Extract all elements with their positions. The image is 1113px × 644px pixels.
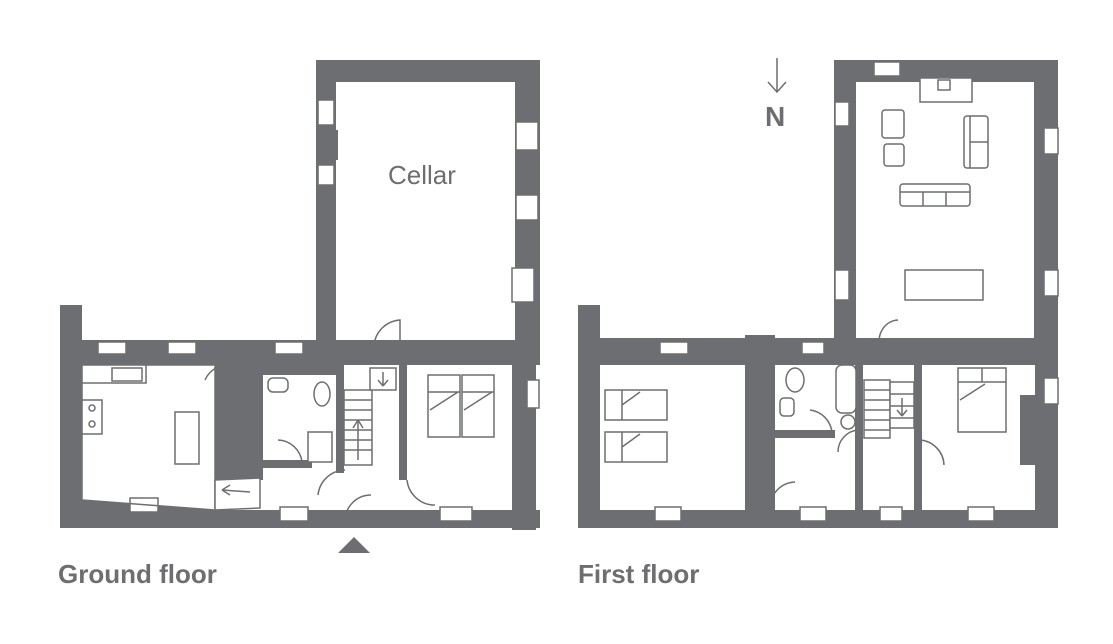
door-swing <box>344 494 372 521</box>
ground-wall-seg <box>262 460 312 468</box>
window <box>654 506 682 522</box>
first-floor-label: First floor <box>578 559 699 589</box>
ground-east-wall <box>512 340 536 530</box>
window <box>439 506 473 522</box>
stair-treads <box>864 389 890 431</box>
door-swing <box>317 469 346 496</box>
window <box>879 506 903 522</box>
hob-icon <box>81 399 103 435</box>
door-swing <box>406 479 436 506</box>
window <box>834 269 850 301</box>
twin-bed-icon <box>604 389 668 463</box>
first-lower-walls <box>578 305 1058 528</box>
ground-wall-seg <box>336 363 344 473</box>
shower-icon <box>307 431 333 463</box>
north-arrow-icon <box>767 58 787 94</box>
first-floor-plan <box>578 60 1059 528</box>
ground-chimney-wall <box>215 355 263 480</box>
ground-outer-walls <box>60 305 540 528</box>
north-label: N <box>765 101 785 132</box>
fireplace-insert <box>937 79 951 91</box>
sofa-icon <box>899 183 971 207</box>
window <box>1043 269 1059 297</box>
window <box>167 341 197 355</box>
first-wall-seg <box>855 340 863 510</box>
window <box>526 379 540 409</box>
sink-icon <box>111 367 143 382</box>
stair-arrow-icon <box>896 398 908 417</box>
window <box>279 506 309 522</box>
armchair-icon <box>883 143 905 167</box>
window <box>317 99 335 126</box>
ground-floor-plan: Cellar <box>60 60 540 553</box>
sink-icon <box>779 397 795 417</box>
stair-arrow-icon <box>221 484 251 496</box>
window <box>515 121 539 151</box>
cellar-label: Cellar <box>388 160 456 190</box>
toilet-icon <box>785 367 805 393</box>
first-wall-seg <box>914 345 922 510</box>
window <box>967 506 995 522</box>
window <box>659 341 689 355</box>
sink-icon <box>267 377 289 393</box>
cellar-walls <box>316 60 540 345</box>
double-bed-icon <box>957 367 1007 433</box>
first-east-pier <box>1020 395 1040 465</box>
window <box>317 164 335 186</box>
door-swing <box>837 429 859 453</box>
stair-arrow-icon <box>352 419 364 460</box>
living-table <box>904 269 984 301</box>
first-wall-seg <box>775 430 835 438</box>
door-swing <box>373 319 401 346</box>
window <box>873 61 901 77</box>
sofa-cushions <box>969 116 988 168</box>
ground-wall-seg <box>399 345 407 480</box>
window <box>97 341 127 355</box>
kitchen-table <box>174 411 200 465</box>
cellar-pier <box>518 150 540 190</box>
first-wall-seg <box>745 335 775 510</box>
sofa-cushions <box>900 191 970 206</box>
twin-bed-icon <box>427 374 495 438</box>
toilet-icon <box>313 381 331 407</box>
door-swing <box>809 409 833 434</box>
window <box>1043 377 1059 405</box>
first-upper-walls <box>834 60 1058 345</box>
entrance-arrow-icon <box>338 537 370 553</box>
window <box>1043 127 1059 155</box>
cellar-pier <box>316 130 338 160</box>
armchair-icon <box>881 109 905 139</box>
door-swing <box>277 439 303 463</box>
door-swing <box>919 439 945 466</box>
cellar-door <box>511 267 535 303</box>
window <box>274 341 304 355</box>
cellar-stair <box>214 477 261 511</box>
window <box>801 341 825 355</box>
ground-floor-label: Ground floor <box>58 559 217 589</box>
sink-icon <box>840 414 856 430</box>
stair-arrow-icon <box>377 372 389 387</box>
door-swing <box>204 364 231 381</box>
window <box>515 194 539 221</box>
window <box>834 101 850 127</box>
bathtub-icon <box>835 364 857 414</box>
door-swing <box>769 481 796 509</box>
window <box>799 506 827 522</box>
